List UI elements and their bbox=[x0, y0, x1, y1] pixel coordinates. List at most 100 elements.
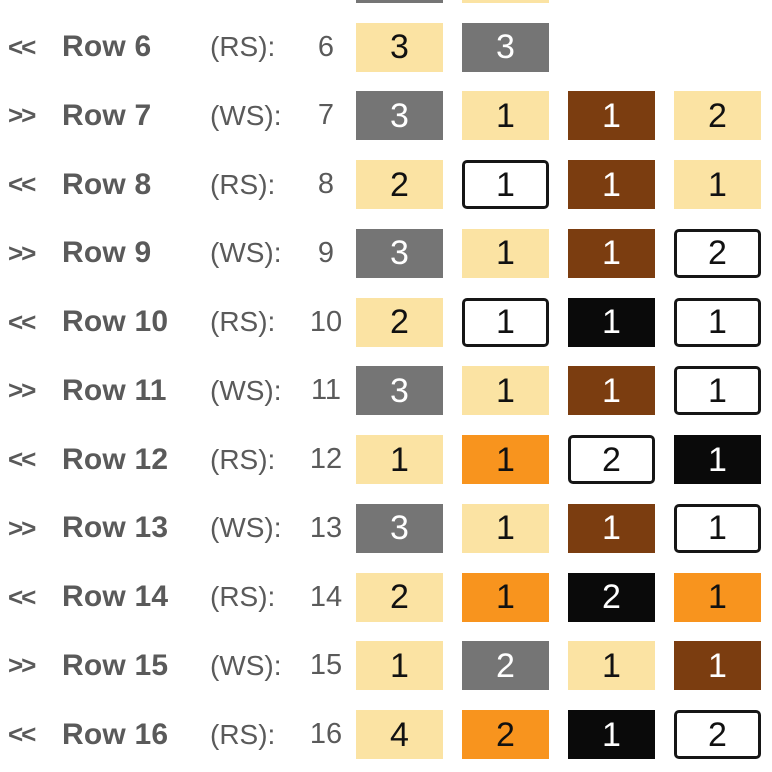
row-count: 14 bbox=[309, 580, 343, 613]
side-label: (WS): bbox=[210, 374, 282, 406]
stitch-block-white: 2 bbox=[674, 710, 761, 760]
stitch-block-black: 2 bbox=[568, 572, 655, 622]
stitch-block-orange: 1 bbox=[462, 572, 549, 622]
row-label: Row 8 bbox=[62, 167, 152, 201]
row-label: Row 11 bbox=[62, 373, 167, 407]
row-count: 16 bbox=[309, 718, 343, 751]
row-count: 6 bbox=[317, 30, 335, 63]
row-label: Row 16 bbox=[62, 717, 169, 751]
stitch-block-orange: 2 bbox=[462, 710, 549, 760]
stitch-block-white: 1 bbox=[674, 503, 761, 553]
stitch-block-cream: 2 bbox=[674, 91, 761, 141]
stitch-block-cream: 4 bbox=[356, 710, 443, 760]
stitch-block-brown: 1 bbox=[568, 366, 655, 416]
stitch-block-gray: 3 bbox=[356, 91, 443, 141]
partial-pattern-row bbox=[0, 0, 772, 13]
stitch-block-white: 1 bbox=[674, 297, 761, 347]
side-label: (RS): bbox=[210, 306, 276, 338]
row-label: Row 7 bbox=[62, 98, 152, 132]
stitch-block-gray: 3 bbox=[356, 503, 443, 553]
stitch-block-white: 2 bbox=[568, 435, 655, 485]
row-label: Row 10 bbox=[62, 305, 169, 339]
stitch-block-cream: 1 bbox=[356, 435, 443, 485]
stitch-block-white: 1 bbox=[462, 160, 549, 210]
stitch-block-cream: 1 bbox=[462, 366, 549, 416]
stitch-block-cream: 1 bbox=[462, 91, 549, 141]
side-label: (WS): bbox=[210, 99, 282, 131]
row-count: 8 bbox=[317, 168, 335, 201]
side-label: (WS): bbox=[210, 512, 282, 544]
stitch-block-gray: 2 bbox=[462, 641, 549, 691]
stitch-block-brown: 1 bbox=[568, 228, 655, 278]
row-label: Row 13 bbox=[62, 511, 169, 545]
stitch-block-cream: 1 bbox=[462, 228, 549, 278]
row-label: Row 14 bbox=[62, 580, 169, 614]
stitch-block-cream bbox=[462, 0, 549, 3]
side-label: (RS): bbox=[210, 31, 276, 63]
row-label: Row 6 bbox=[62, 30, 152, 64]
row-count: 7 bbox=[317, 99, 335, 132]
stitch-block-white: 2 bbox=[674, 228, 761, 278]
stitch-block-cream: 1 bbox=[674, 160, 761, 210]
stitch-block-cream: 2 bbox=[356, 297, 443, 347]
stitch-block-orange: 1 bbox=[674, 572, 761, 622]
row-label: Row 9 bbox=[62, 236, 152, 270]
stitch-block-cream: 2 bbox=[356, 572, 443, 622]
direction-chevron-icon: >> bbox=[8, 100, 36, 131]
row-count: 12 bbox=[309, 443, 343, 476]
stitch-block-gray: 3 bbox=[356, 366, 443, 416]
side-label: (RS): bbox=[210, 718, 276, 750]
row-count: 15 bbox=[309, 649, 343, 682]
stitch-block-white: 1 bbox=[462, 297, 549, 347]
stitch-block-gray: 3 bbox=[462, 22, 549, 72]
stitch-block-group bbox=[356, 0, 772, 3]
row-count: 13 bbox=[309, 511, 343, 544]
stitch-block-black: 1 bbox=[568, 710, 655, 760]
stitch-block-gray: 3 bbox=[356, 228, 443, 278]
direction-chevron-icon: >> bbox=[8, 512, 36, 543]
row-count: 10 bbox=[309, 305, 343, 338]
direction-chevron-icon: << bbox=[8, 581, 36, 612]
stitch-block-cream: 2 bbox=[356, 160, 443, 210]
stitch-block-brown: 1 bbox=[568, 503, 655, 553]
row-count: 9 bbox=[317, 236, 335, 269]
stitch-block-black: 1 bbox=[674, 435, 761, 485]
stitch-block-cream: 1 bbox=[462, 503, 549, 553]
side-label: (WS): bbox=[210, 649, 282, 681]
direction-chevron-icon: << bbox=[8, 169, 36, 200]
stitch-block-brown: 1 bbox=[568, 160, 655, 210]
side-label: (RS): bbox=[210, 581, 276, 613]
direction-chevron-icon: << bbox=[8, 719, 36, 750]
direction-chevron-icon: << bbox=[8, 444, 36, 475]
stitch-block-brown: 1 bbox=[568, 91, 655, 141]
row-label: Row 12 bbox=[62, 442, 169, 476]
direction-chevron-icon: << bbox=[8, 306, 36, 337]
direction-chevron-icon: >> bbox=[8, 650, 36, 681]
stitch-block-cream: 1 bbox=[356, 641, 443, 691]
stitch-block-cream: 3 bbox=[356, 22, 443, 72]
